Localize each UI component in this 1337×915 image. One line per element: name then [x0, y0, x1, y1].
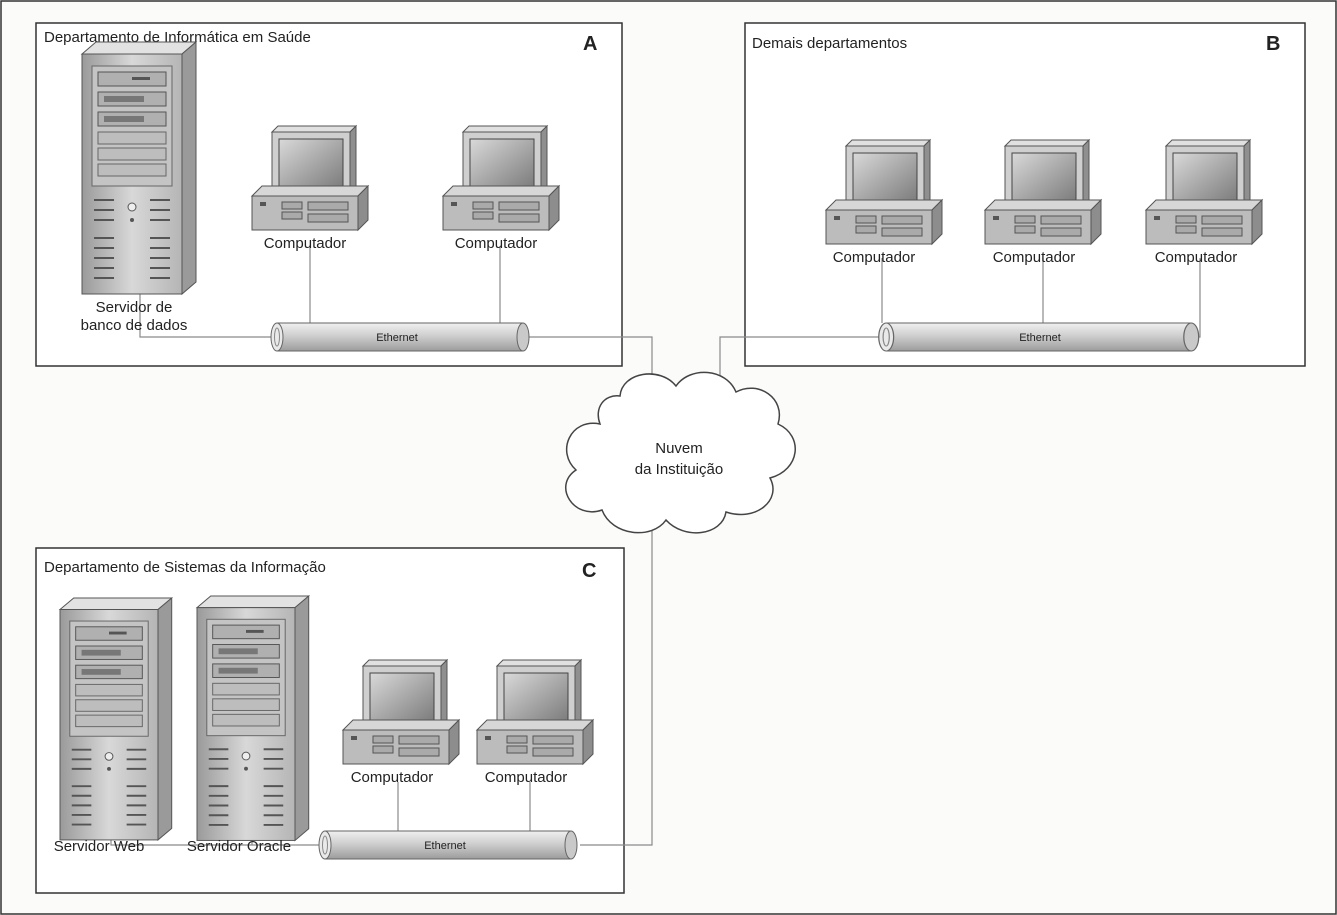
panel-a-letter: A: [583, 33, 597, 55]
computer-b3: Computador: [1145, 139, 1263, 266]
computer-a1: Computador: [251, 125, 369, 252]
cloud-label-line1: Nuvem: [655, 440, 703, 457]
oracle-server: Servidor Oracle: [187, 595, 310, 855]
computer-b2: Computador: [984, 139, 1102, 266]
ethernet-b-label: Ethernet: [1019, 332, 1061, 344]
ethernet-bus-b: Ethernet: [878, 322, 1200, 352]
ethernet-bus-a: Ethernet: [270, 322, 530, 352]
cloud: Nuvem da Instituição: [564, 371, 796, 534]
ethernet-c-label: Ethernet: [424, 840, 466, 852]
web-server: Servidor Web: [54, 597, 173, 855]
web-server-label: Servidor Web: [54, 838, 145, 855]
computer-a1-label: Computador: [264, 235, 347, 252]
computer-b3-label: Computador: [1155, 249, 1238, 266]
computer-b1-label: Computador: [833, 249, 916, 266]
computer-a2: Computador: [442, 125, 560, 252]
database-server-label-line1: Servidor de: [96, 299, 173, 316]
panel-c-letter: C: [582, 560, 596, 582]
oracle-server-label: Servidor Oracle: [187, 838, 291, 855]
database-server-label-line2: banco de dados: [81, 317, 188, 334]
ethernet-bus-c: Ethernet: [318, 830, 578, 860]
cloud-label-line2: da Instituição: [635, 461, 723, 478]
computer-b2-label: Computador: [993, 249, 1076, 266]
computer-b1: Computador: [825, 139, 943, 266]
computer-c2: Computador: [476, 659, 594, 786]
computer-c2-label: Computador: [485, 769, 568, 786]
network-cables: [110, 246, 1201, 846]
computer-c1: Computador: [342, 659, 460, 786]
database-server: Servidor de banco de dados: [81, 41, 197, 334]
computer-a2-label: Computador: [455, 235, 538, 252]
ethernet-a-label: Ethernet: [376, 332, 418, 344]
computer-c1-label: Computador: [351, 769, 434, 786]
cloud-shape: [564, 371, 796, 534]
panel-c-title: Departamento de Sistemas da Informação: [44, 559, 326, 576]
panel-b-title: Demais departamentos: [752, 35, 907, 52]
panel-b-letter: B: [1266, 33, 1280, 55]
